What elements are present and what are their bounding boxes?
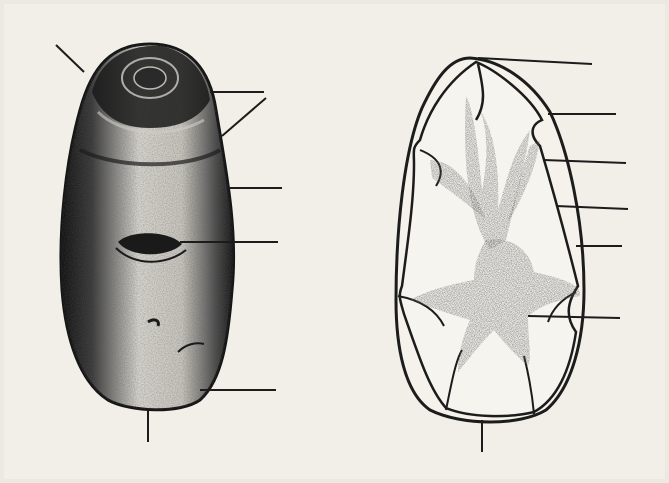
illustration-plate [0, 0, 669, 483]
figure-canvas [0, 0, 669, 483]
